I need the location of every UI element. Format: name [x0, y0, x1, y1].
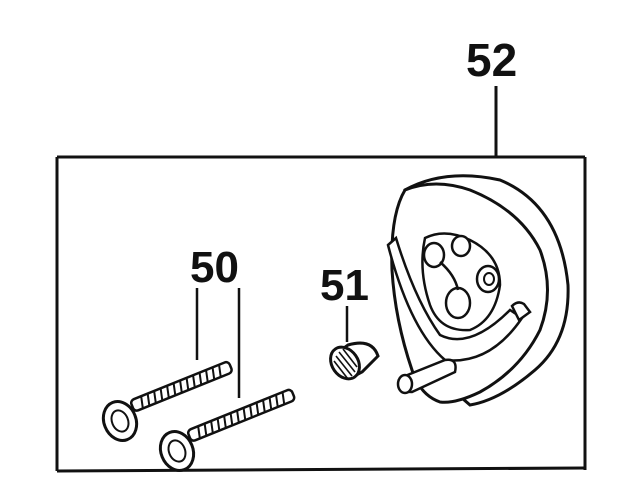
callout-52-label: 52 — [466, 34, 517, 86]
cover-plate-assembly — [386, 174, 570, 407]
plug-part — [329, 341, 380, 381]
screw-1 — [101, 360, 233, 442]
callout-51-label: 51 — [320, 261, 369, 310]
screw-2 — [158, 388, 296, 472]
callout-50-label: 50 — [190, 243, 239, 292]
kit-frame — [55, 155, 587, 473]
